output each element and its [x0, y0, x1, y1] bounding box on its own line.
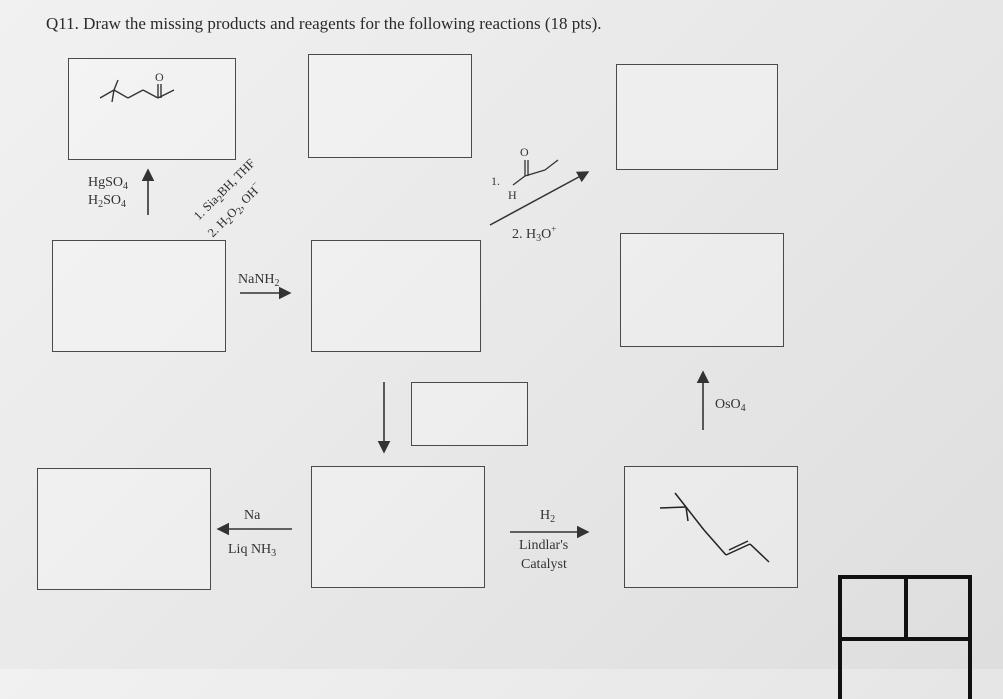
reagent-h2so4: H2SO4	[88, 193, 127, 210]
aldehyde-h-label: H	[508, 188, 517, 202]
reagent-lindlar-line2: Catalyst	[521, 557, 567, 572]
box-answer-top-right[interactable]	[616, 64, 778, 170]
reagent-na: Na	[244, 508, 261, 523]
cis-alkene-structure	[659, 492, 770, 563]
reagent-hgso4: HgSO4	[88, 175, 129, 192]
reagent-liq-nh3: Liq NH3	[228, 542, 277, 559]
reagent-h3o: 2. H3O+	[512, 224, 557, 244]
question-title: Q11. Draw the missing products and reage…	[46, 14, 602, 33]
aldehyde-arrow	[489, 171, 590, 226]
aldehyde-oxygen: O	[520, 145, 529, 159]
box-answer-top-middle[interactable]	[308, 54, 472, 158]
reagent-nanh2: NaNH2	[238, 272, 280, 289]
box-answer-trans-alkene[interactable]	[37, 468, 211, 590]
reagent-h2: H2	[540, 508, 556, 525]
reaction-drawing	[99, 79, 770, 563]
aldehyde-structure	[512, 159, 559, 186]
box-answer-acetylide[interactable]	[311, 240, 481, 352]
reagent-lindlar-line1: Lindlar's	[519, 538, 569, 553]
ketone-structure	[99, 79, 175, 103]
box-answer-alkyne-start[interactable]	[52, 240, 226, 352]
aldehyde-step1-label: 1.	[491, 174, 500, 188]
box-ketone-product	[68, 58, 236, 160]
box-cis-alkene	[624, 466, 798, 588]
box-answer-reagent-down[interactable]	[411, 382, 528, 446]
box-answer-alkyne[interactable]	[311, 466, 485, 588]
reagent-oso4: OsO4	[715, 397, 746, 414]
box-answer-alkoxide[interactable]	[620, 233, 784, 347]
corner-grid	[838, 575, 972, 699]
ketone-oxygen: O	[155, 70, 164, 84]
